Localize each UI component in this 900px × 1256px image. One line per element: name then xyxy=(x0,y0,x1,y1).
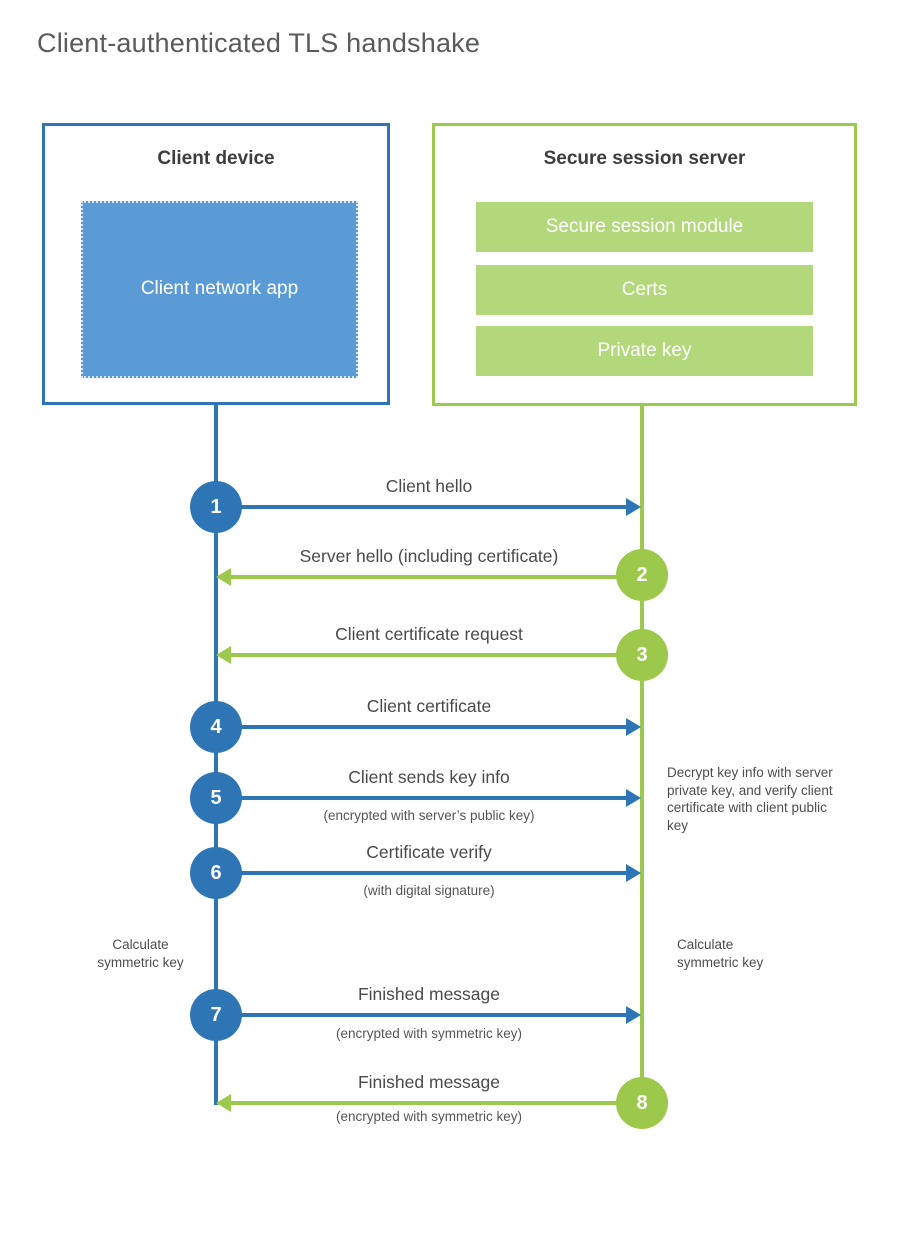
client-network-app-label: Client network app xyxy=(140,278,299,300)
step-5-sublabel: (encrypted with server’s public key) xyxy=(323,808,535,823)
step-8-label: Finished message xyxy=(357,1072,501,1092)
step-1-label: Client hello xyxy=(385,476,473,496)
step-1-arrowhead-right-icon xyxy=(626,498,641,516)
step-6-arrow-line xyxy=(216,871,628,875)
step-4-arrowhead-right-icon xyxy=(626,718,641,736)
server-title: Secure session server xyxy=(543,148,746,169)
step-2-arrowhead-left-icon xyxy=(216,568,231,586)
step-5-arrowhead-right-icon xyxy=(626,789,641,807)
server-module-bar-certs: Certs xyxy=(476,265,813,315)
server-box: Secure session server Secure session mod… xyxy=(432,123,857,406)
server-module-label: Private key xyxy=(597,340,692,361)
step-6-number: 6 xyxy=(210,861,222,884)
step-8-arrow-line xyxy=(229,1101,642,1105)
server-module-label: Certs xyxy=(621,279,668,300)
step-4-label: Client certificate xyxy=(366,696,492,716)
step-5-label: Client sends key info xyxy=(348,767,510,787)
step-5-arrow-line xyxy=(216,796,628,800)
step-3-arrowhead-left-icon xyxy=(216,646,231,664)
step-6-circle: 6 xyxy=(190,847,242,899)
step-3-number: 3 xyxy=(636,643,648,666)
step-8-sublabel: (encrypted with symmetric key) xyxy=(335,1109,523,1124)
server-module-bar-private-key: Private key xyxy=(476,326,813,376)
note-decrypt-key-info: Decrypt key info with server private key… xyxy=(667,765,833,833)
note-calculate-symmetric-key-right: Calculate symmetric key xyxy=(677,937,764,970)
server-module-bar-secure-session-module: Secure session module xyxy=(476,202,813,252)
step-1-circle: 1 xyxy=(190,481,242,533)
client-device-box: Client device Client network app xyxy=(42,123,390,405)
server-module-label: Secure session module xyxy=(545,216,744,237)
step-7-arrow-line xyxy=(216,1013,628,1017)
step-7-label: Finished message xyxy=(357,984,501,1004)
step-6-label: Certificate verify xyxy=(366,842,492,862)
step-8-number: 8 xyxy=(636,1091,648,1114)
step-6-arrowhead-right-icon xyxy=(626,864,641,882)
step-2-number: 2 xyxy=(636,563,648,586)
step-4-circle: 4 xyxy=(190,701,242,753)
step-4-number: 4 xyxy=(210,715,222,738)
step-2-circle: 2 xyxy=(616,549,668,601)
server-lifeline xyxy=(640,406,644,1103)
client-lifeline xyxy=(214,405,218,1105)
step-7-sublabel: (encrypted with symmetric key) xyxy=(335,1026,523,1041)
step-5-number: 5 xyxy=(210,786,222,809)
step-8-circle: 8 xyxy=(616,1077,668,1129)
step-2-label: Server hello (including certificate) xyxy=(299,546,559,566)
step-6-sublabel: (with digital signature) xyxy=(363,883,495,898)
step-3-circle: 3 xyxy=(616,629,668,681)
step-1-arrow-line xyxy=(216,505,628,509)
step-5-circle: 5 xyxy=(190,772,242,824)
step-1-number: 1 xyxy=(210,495,222,518)
step-7-arrowhead-right-icon xyxy=(626,1006,641,1024)
page-title: Client-authenticated TLS handshake xyxy=(37,28,481,58)
step-7-circle: 7 xyxy=(190,989,242,1041)
note-calculate-symmetric-key-left: Calculate symmetric key xyxy=(97,937,184,970)
client-network-app-box: Client network app xyxy=(81,201,358,378)
client-device-title: Client device xyxy=(157,148,275,169)
step-7-number: 7 xyxy=(210,1003,222,1026)
step-8-arrowhead-left-icon xyxy=(216,1094,231,1112)
step-3-arrow-line xyxy=(229,653,642,657)
step-2-arrow-line xyxy=(229,575,642,579)
step-3-label: Client certificate request xyxy=(335,624,523,644)
step-4-arrow-line xyxy=(216,725,628,729)
